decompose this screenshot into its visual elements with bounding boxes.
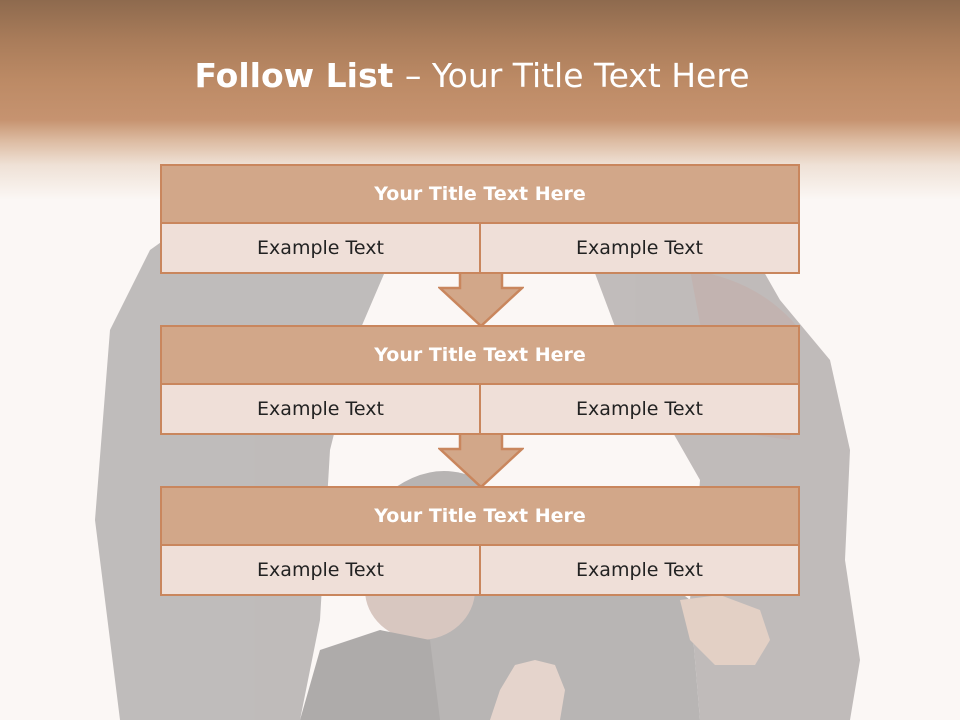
step-cell-right: Example Text xyxy=(479,546,798,594)
step-row: Example Text Example Text xyxy=(162,224,798,272)
slide-title-strong: Follow List xyxy=(194,56,405,95)
step-row: Example Text Example Text xyxy=(162,385,798,433)
step-box-1: Your Title Text Here Example Text Exampl… xyxy=(160,164,800,274)
step-cell-right: Example Text xyxy=(479,224,798,272)
slide-title: Follow List – Your Title Text Here xyxy=(0,55,944,97)
step-cell-right: Example Text xyxy=(479,385,798,433)
step-title: Your Title Text Here xyxy=(162,488,798,546)
step-row: Example Text Example Text xyxy=(162,546,798,594)
step-cell-left: Example Text xyxy=(162,385,479,433)
slide-title-rest: – Your Title Text Here xyxy=(404,56,750,95)
step-box-2: Your Title Text Here Example Text Exampl… xyxy=(160,325,800,435)
step-box-3: Your Title Text Here Example Text Exampl… xyxy=(160,486,800,596)
step-cell-left: Example Text xyxy=(162,224,479,272)
down-arrow-icon xyxy=(438,270,524,328)
down-arrow-icon xyxy=(438,431,524,489)
step-title: Your Title Text Here xyxy=(162,327,798,385)
step-title: Your Title Text Here xyxy=(162,166,798,224)
step-cell-left: Example Text xyxy=(162,546,479,594)
